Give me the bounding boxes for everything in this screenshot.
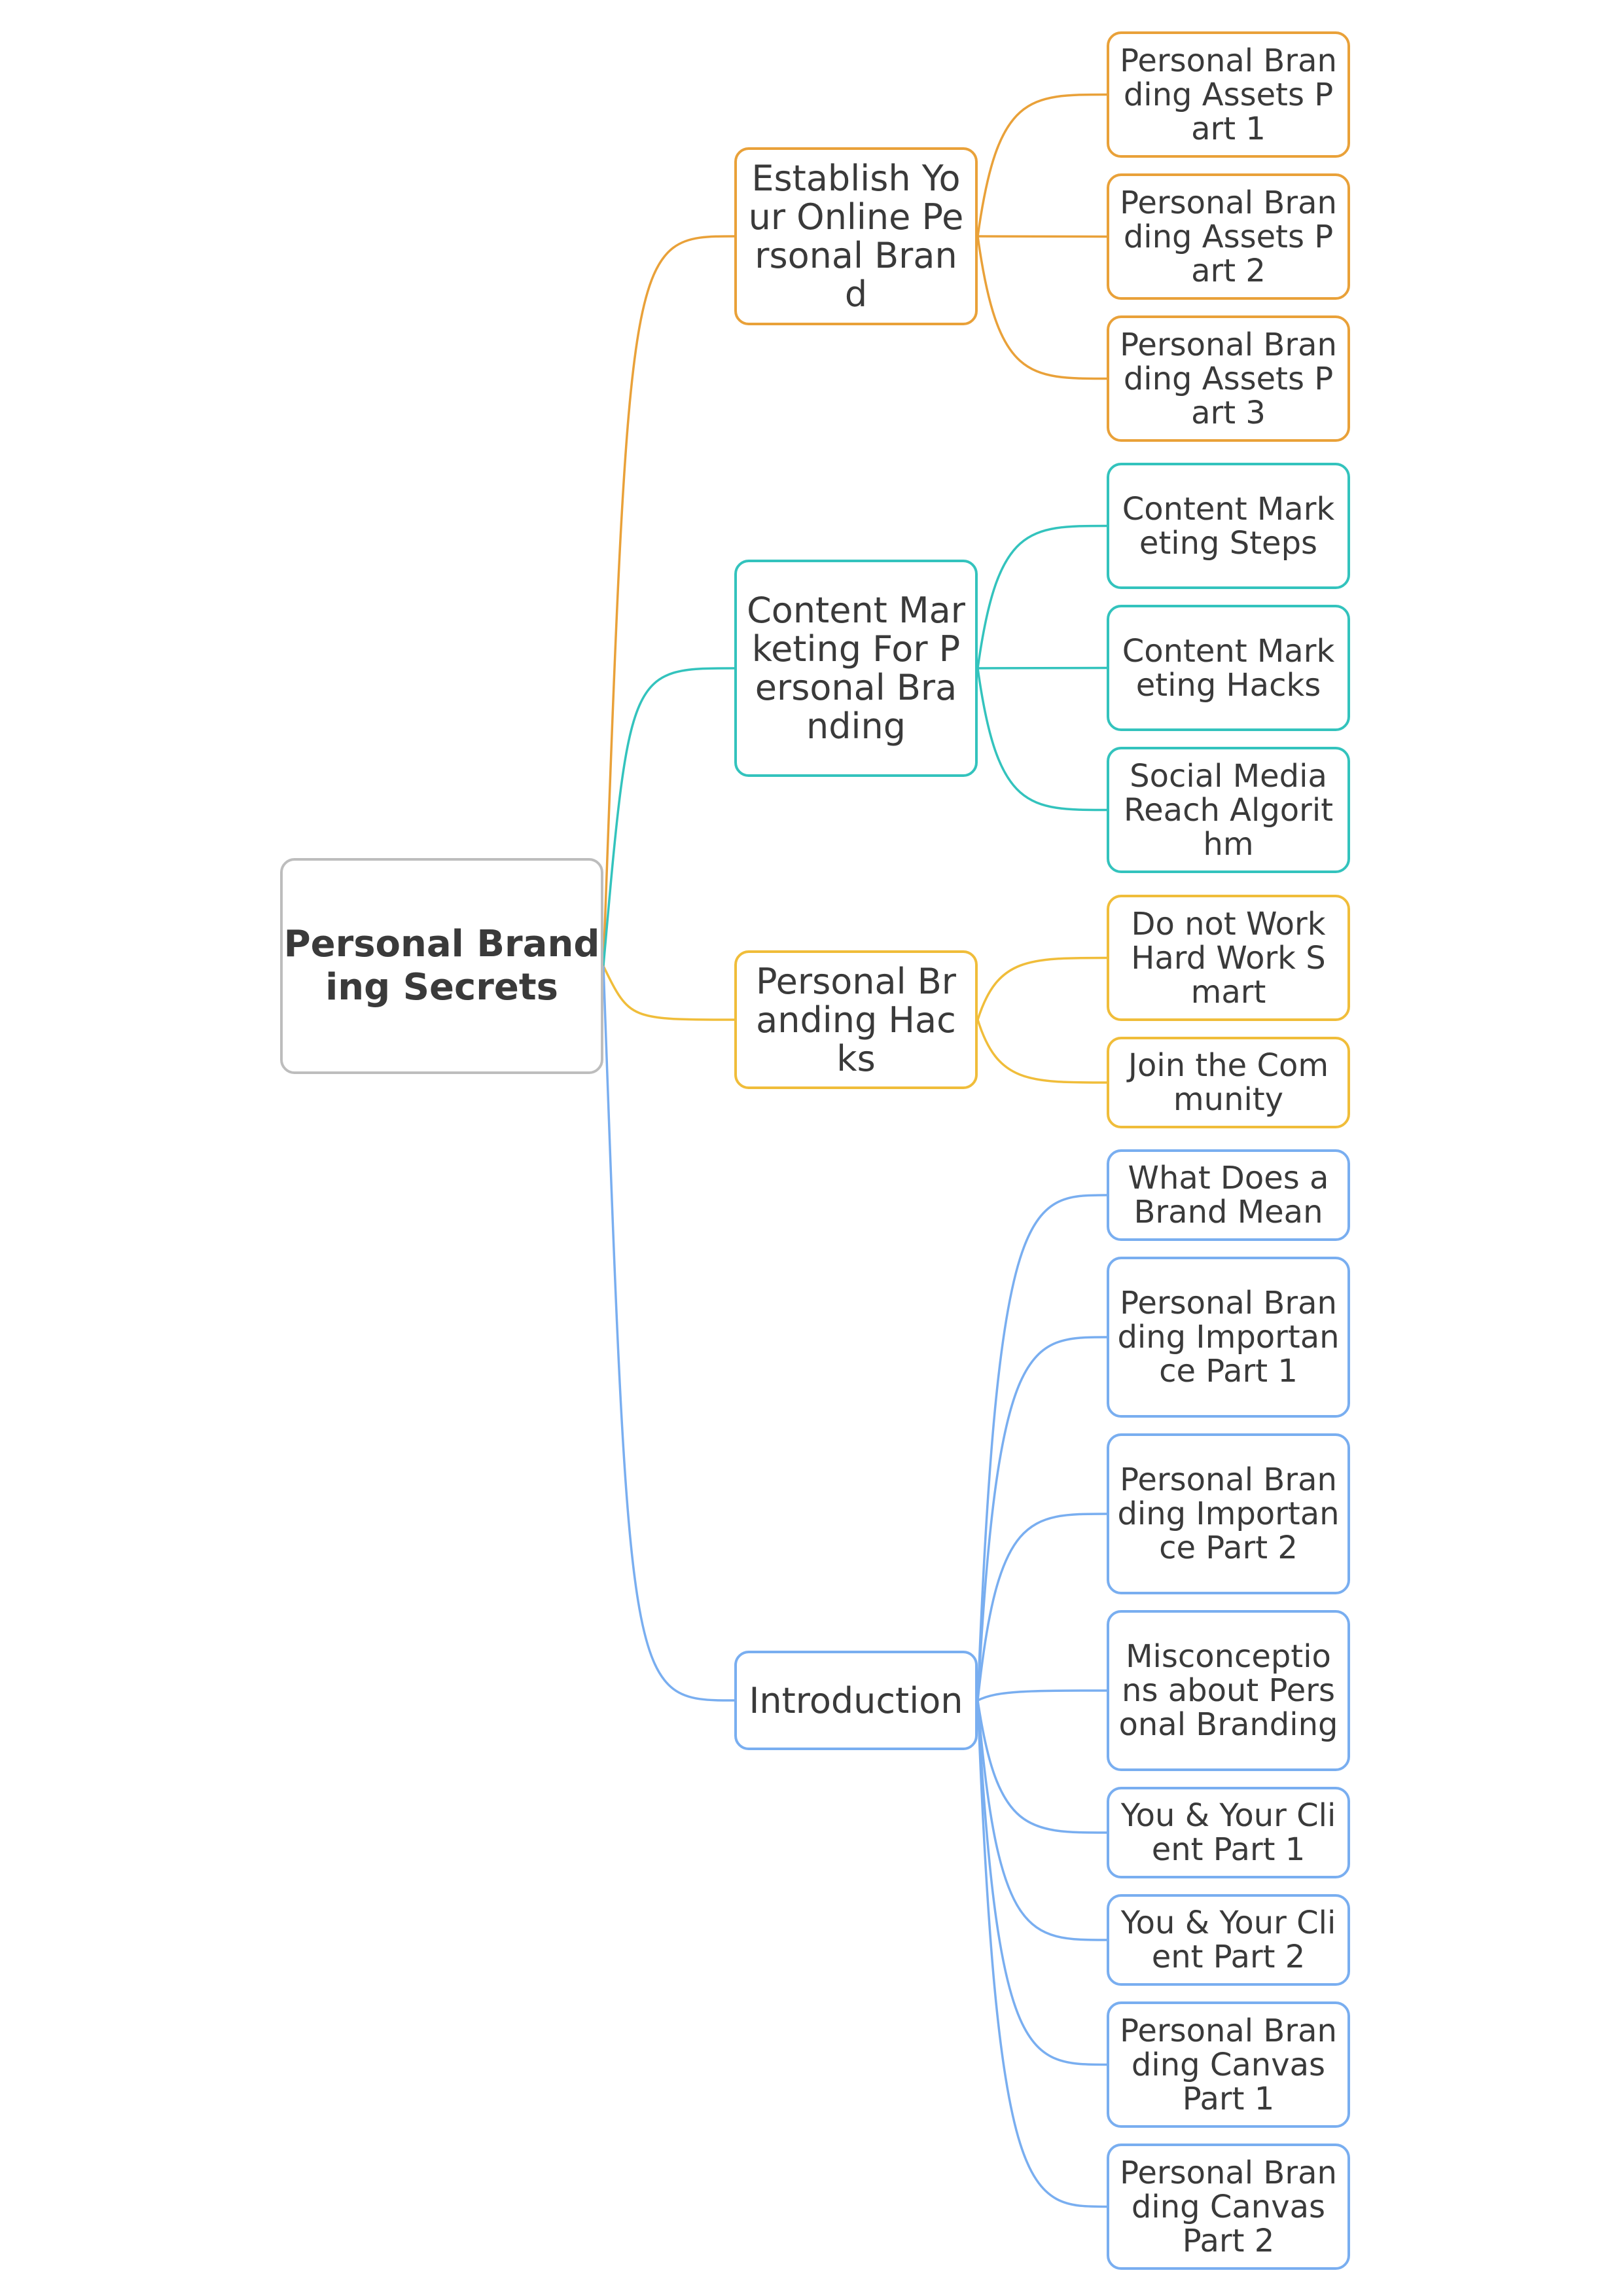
leaf-label: Social Media Reach Algorithm — [1123, 757, 1334, 863]
leaf-label: Personal Branding Canvas Part 1 — [1120, 2012, 1337, 2117]
branch-label: Content Marketing For Personal Branding — [747, 590, 965, 747]
connector-root-to-branch — [602, 965, 735, 1702]
connector-branch-to-leaf — [976, 93, 1107, 237]
leaf-node-you-and-client-part-2[interactable]: You & Your Client Part 2 — [1107, 1894, 1350, 1986]
leaf-label: What Does a Brand Mean — [1128, 1160, 1329, 1230]
leaf-node-assets-part-3[interactable]: Personal Branding Assets Part 3 — [1107, 315, 1350, 442]
leaf-label: Personal Branding Assets Part 3 — [1120, 326, 1337, 431]
leaf-label: Personal Branding Assets Part 1 — [1120, 42, 1337, 147]
leaf-node-social-media-reach[interactable]: Social Media Reach Algorithm — [1107, 747, 1350, 873]
leaf-node-content-marketing-steps[interactable]: Content Marketing Steps — [1107, 463, 1350, 589]
leaf-label: You & Your Client Part 2 — [1120, 1905, 1336, 1975]
branch-label: Introduction — [749, 1679, 963, 1721]
leaf-label: Personal Branding Importance Part 1 — [1117, 1285, 1340, 1390]
leaf-label: You & Your Client Part 1 — [1120, 1797, 1336, 1868]
leaf-label: Do not Work Hard Work Smart — [1131, 905, 1326, 1011]
connector-root-to-branch — [602, 965, 735, 1021]
connector-branch-to-leaf — [976, 1700, 1107, 2066]
leaf-node-misconceptions[interactable]: Misconceptions about Personal Branding — [1107, 1610, 1350, 1771]
connector-root-to-branch — [602, 667, 735, 967]
leaf-label: Personal Branding Importance Part 2 — [1117, 1462, 1340, 1566]
leaf-label: Content Marketing Hacks — [1122, 632, 1335, 704]
connector-branch-to-leaf — [976, 524, 1107, 669]
leaf-node-work-smart[interactable]: Do not Work Hard Work Smart — [1107, 895, 1350, 1021]
connector-branch-to-leaf — [977, 235, 1107, 238]
connector-branch-to-leaf — [977, 1689, 1107, 1702]
leaf-node-what-does-a-brand-mean[interactable]: What Does a Brand Mean — [1107, 1149, 1350, 1241]
connector-branch-to-leaf — [976, 1194, 1107, 1701]
branch-node-personal-branding-hacks[interactable]: Personal Branding Hacks — [734, 950, 978, 1089]
leaf-label: Content Marketing Steps — [1122, 490, 1335, 562]
root-node[interactable]: Personal Branding Secrets — [280, 858, 603, 1074]
leaf-node-canvas-part-1[interactable]: Personal Branding Canvas Part 1 — [1107, 2001, 1350, 2128]
leaf-node-join-community[interactable]: Join the Community — [1107, 1037, 1350, 1128]
leaf-label: Misconceptions about Personal Branding — [1118, 1638, 1338, 1743]
connector-branch-to-leaf — [976, 1700, 1107, 1834]
branch-node-establish-online-brand[interactable]: Establish Your Online Personal Brand — [734, 147, 978, 325]
connector-branch-to-leaf — [976, 668, 1107, 812]
connector-branch-to-leaf — [976, 1019, 1107, 1084]
connector-branch-to-leaf — [976, 1513, 1107, 1701]
leaf-label: Join the Community — [1128, 1047, 1329, 1118]
leaf-label: Personal Branding Assets Part 2 — [1120, 184, 1337, 289]
leaf-node-assets-part-1[interactable]: Personal Branding Assets Part 1 — [1107, 31, 1350, 158]
connector-root-to-branch — [602, 235, 735, 967]
root-label: Personal Branding Secrets — [283, 923, 600, 1009]
connector-branch-to-leaf — [976, 1336, 1107, 1701]
connector-branch-to-leaf — [977, 666, 1107, 670]
branch-node-introduction[interactable]: Introduction — [734, 1651, 978, 1750]
leaf-label: Personal Branding Canvas Part 2 — [1120, 2154, 1337, 2259]
leaf-node-content-marketing-hacks[interactable]: Content Marketing Hacks — [1107, 605, 1350, 731]
leaf-node-importance-part-2[interactable]: Personal Branding Importance Part 2 — [1107, 1433, 1350, 1594]
branch-node-content-marketing[interactable]: Content Marketing For Personal Branding — [734, 560, 978, 777]
connector-branch-to-leaf — [976, 236, 1107, 380]
leaf-node-assets-part-2[interactable]: Personal Branding Assets Part 2 — [1107, 173, 1350, 300]
branch-label: Personal Branding Hacks — [756, 960, 956, 1079]
leaf-node-canvas-part-2[interactable]: Personal Branding Canvas Part 2 — [1107, 2144, 1350, 2270]
connector-branch-to-leaf — [976, 1700, 1107, 1941]
leaf-node-importance-part-1[interactable]: Personal Branding Importance Part 1 — [1107, 1257, 1350, 1418]
branch-label: Establish Your Online Personal Brand — [748, 158, 964, 315]
connector-branch-to-leaf — [976, 956, 1107, 1020]
connector-branch-to-leaf — [976, 1700, 1107, 2208]
leaf-node-you-and-client-part-1[interactable]: You & Your Client Part 1 — [1107, 1787, 1350, 1878]
